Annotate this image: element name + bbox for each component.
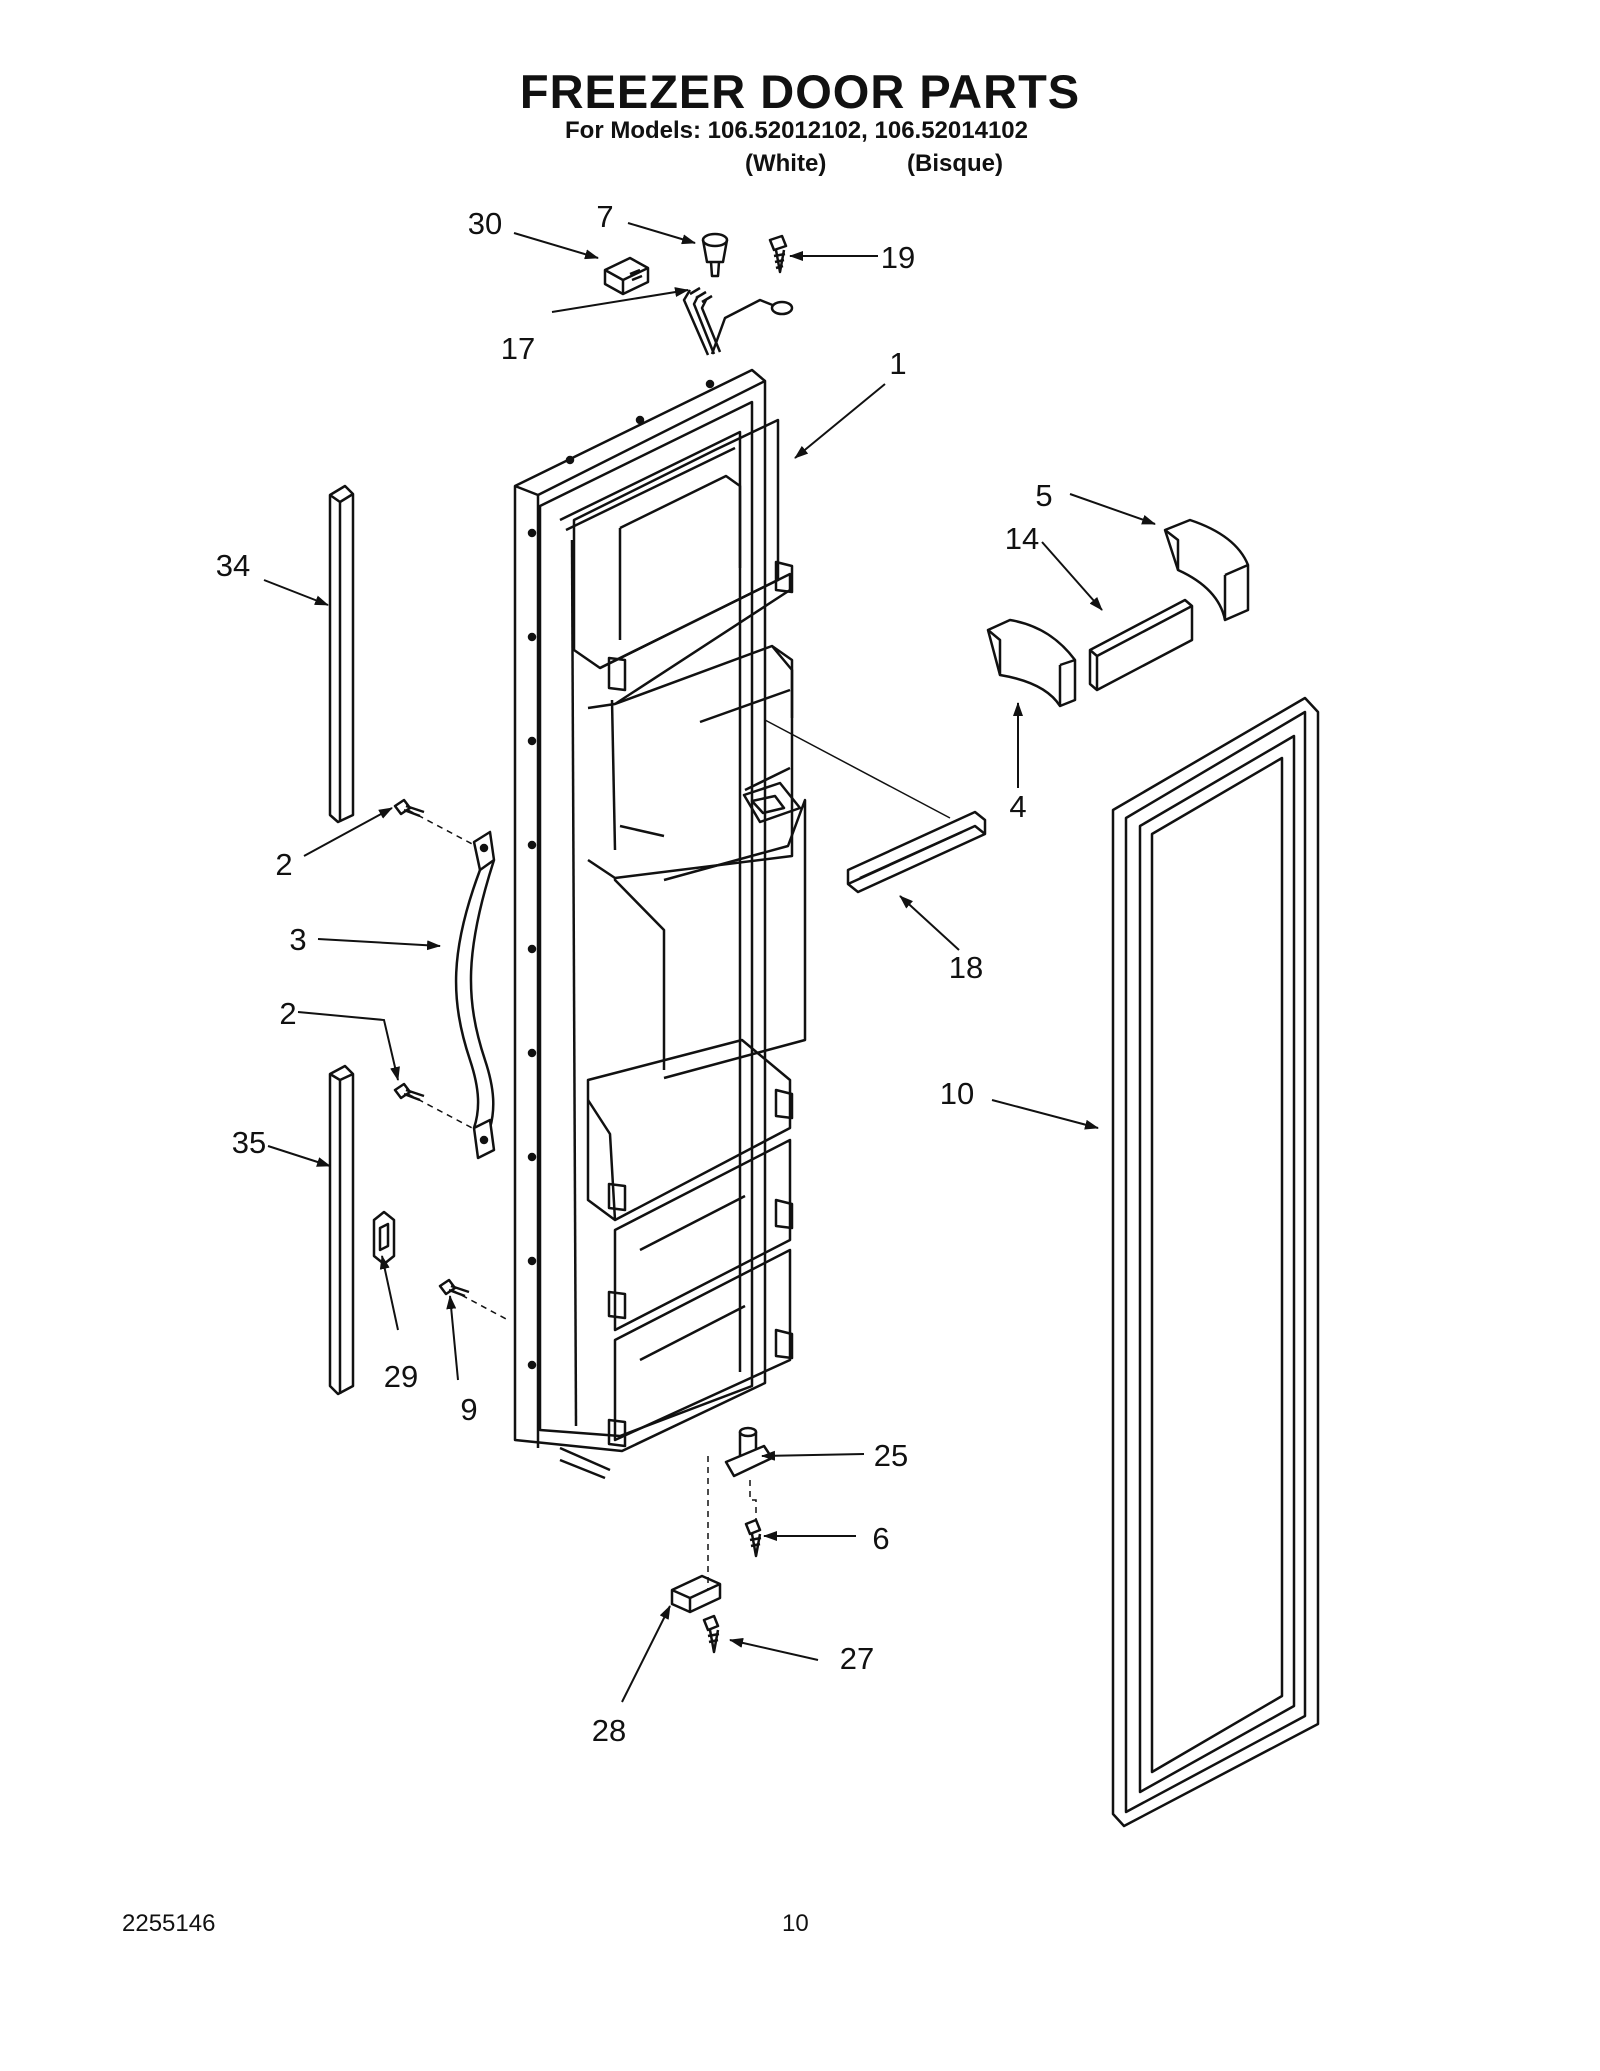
trim-strip-34-part xyxy=(328,484,355,824)
screw-19-part xyxy=(768,234,788,274)
bracket-4-part xyxy=(986,618,1077,708)
callout-4: 4 xyxy=(1009,789,1026,824)
retainer-18-part xyxy=(846,810,987,894)
door-handle-part xyxy=(454,830,496,1160)
callout-29: 29 xyxy=(384,1359,418,1394)
panel-14-part xyxy=(1088,598,1194,692)
callout-9: 9 xyxy=(460,1392,477,1427)
callout-2-upper: 2 xyxy=(275,847,292,882)
document-number: 2255146 xyxy=(122,1910,216,1937)
page-title: FREEZER DOOR PARTS xyxy=(519,65,1081,118)
callout-19: 19 xyxy=(881,240,915,275)
callout-7: 7 xyxy=(596,199,613,234)
bracket-5-part xyxy=(1163,518,1250,622)
models-line: For Models: 106.52012102, 106.52014102 xyxy=(565,117,1028,144)
hinge-pin-part xyxy=(724,1426,774,1478)
door-gasket-part xyxy=(1111,696,1320,1828)
callout-34: 34 xyxy=(216,548,250,583)
screw-2-upper-part xyxy=(393,798,425,818)
clip-29-part xyxy=(372,1210,396,1266)
callout-1: 1 xyxy=(889,346,906,381)
callout-28: 28 xyxy=(592,1713,626,1748)
screw-27-part xyxy=(702,1614,720,1654)
callout-10: 10 xyxy=(940,1076,974,1111)
callout-3: 3 xyxy=(289,922,306,957)
callout-2-lower: 2 xyxy=(279,996,296,1031)
variant-white: (White) xyxy=(745,150,827,177)
wire-connector-part xyxy=(603,256,650,296)
hinge-bracket-part xyxy=(670,1574,722,1614)
door-liner-part xyxy=(513,368,807,1480)
callout-18: 18 xyxy=(949,950,983,985)
light-socket-part xyxy=(701,232,729,278)
callout-6: 6 xyxy=(872,1521,889,1556)
callout-27: 27 xyxy=(840,1641,874,1676)
callout-17: 17 xyxy=(501,331,535,366)
screw-9-part xyxy=(438,1278,470,1298)
variant-bisque: (Bisque) xyxy=(907,150,1003,177)
trim-strip-35-part xyxy=(328,1064,355,1396)
callout-14: 14 xyxy=(1005,521,1039,556)
screw-2-lower-part xyxy=(393,1082,425,1102)
page-number: 10 xyxy=(782,1910,809,1937)
callout-35: 35 xyxy=(232,1125,266,1160)
screw-6-part xyxy=(744,1518,762,1558)
callout-5: 5 xyxy=(1035,478,1052,513)
callout-25: 25 xyxy=(874,1438,908,1473)
wiring-harness-part xyxy=(682,286,794,356)
callout-30: 30 xyxy=(468,206,502,241)
